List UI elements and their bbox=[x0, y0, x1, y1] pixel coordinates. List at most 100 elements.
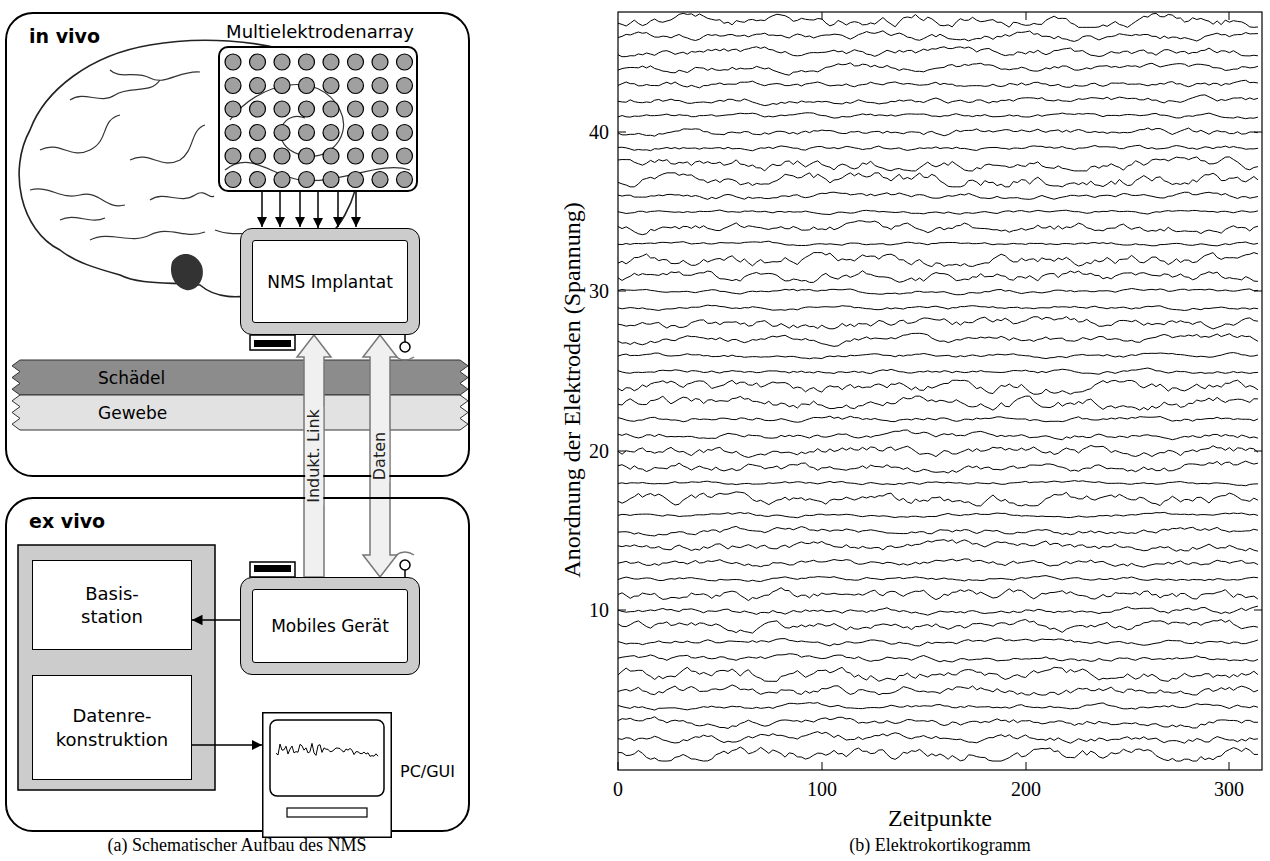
axis-title: Zeitpunkte bbox=[888, 805, 992, 831]
ecog-trace bbox=[618, 703, 1258, 710]
ecog-trace bbox=[618, 512, 1258, 517]
process-box: Basis- station bbox=[32, 560, 192, 650]
ecog-trace bbox=[618, 380, 1258, 394]
monitor-screen bbox=[270, 720, 384, 796]
electrode-dot bbox=[397, 172, 413, 188]
electrode-dot bbox=[250, 148, 266, 164]
hollow-arrow bbox=[363, 335, 397, 577]
tissue-band: Gewebe bbox=[18, 395, 465, 430]
electrode-dot bbox=[250, 78, 266, 94]
tick-label: 40 bbox=[589, 121, 609, 143]
electrode-dot bbox=[372, 54, 388, 70]
brain-gyri-under-array bbox=[225, 85, 410, 181]
electrode-dot bbox=[274, 101, 290, 117]
electrode-array: Multielektrodenarray bbox=[218, 46, 418, 192]
ecog-trace bbox=[618, 80, 1258, 88]
edge-label: Daten bbox=[371, 430, 389, 482]
ecog-trace bbox=[618, 368, 1258, 374]
ecog-trace bbox=[618, 732, 1258, 744]
electrode-dot bbox=[250, 125, 266, 141]
node-label: in vivo bbox=[29, 25, 100, 47]
ecog-trace bbox=[618, 63, 1258, 75]
electrode-dot bbox=[348, 101, 364, 117]
node-label: Mobiles Gerät bbox=[271, 616, 389, 636]
process-box: Datenre- konstruktion bbox=[32, 675, 192, 780]
electrode-dot bbox=[225, 101, 241, 117]
array-wires bbox=[262, 192, 356, 227]
ecog-trace bbox=[618, 685, 1258, 695]
electrode-dot bbox=[274, 148, 290, 164]
ecog-trace bbox=[618, 353, 1258, 359]
node-label: Gewebe bbox=[98, 403, 167, 423]
electrode-dot bbox=[372, 78, 388, 94]
in-vivo-region: in vivoMultielektrodenarrayNMS Implantat… bbox=[5, 12, 470, 477]
ecog-trace bbox=[618, 95, 1258, 106]
coil-and-antenna bbox=[250, 335, 414, 577]
electrode-dot bbox=[299, 78, 315, 94]
ecog-trace bbox=[618, 113, 1258, 119]
electrode-dot bbox=[348, 172, 364, 188]
ecog-traces bbox=[618, 13, 1258, 761]
device-screen: Mobiles Gerät bbox=[252, 589, 408, 663]
ecog-trace bbox=[618, 540, 1258, 552]
electrode-dot bbox=[274, 54, 290, 70]
tick-label: 0 bbox=[613, 778, 623, 800]
ecog-trace bbox=[618, 492, 1258, 506]
electrode-dot bbox=[397, 125, 413, 141]
skull-band: Schädel bbox=[18, 360, 465, 395]
electrode-dot bbox=[250, 54, 266, 70]
ecog-trace bbox=[618, 253, 1258, 267]
ex-vivo-region: ex vivoBasis- stationDatenre- konstrukti… bbox=[5, 497, 470, 832]
node-label: Schädel bbox=[98, 368, 165, 388]
electrode-dot bbox=[225, 54, 241, 70]
electrode-dot bbox=[323, 125, 339, 141]
electrode-dot bbox=[323, 148, 339, 164]
electrode-dot bbox=[225, 125, 241, 141]
ecog-trace bbox=[618, 619, 1258, 633]
ecog-trace bbox=[618, 416, 1258, 422]
ecog-trace bbox=[618, 128, 1258, 136]
electrode-dot bbox=[299, 172, 315, 188]
ecog-trace bbox=[618, 481, 1258, 486]
electrode-dot bbox=[372, 101, 388, 117]
ecog-trace bbox=[618, 31, 1258, 42]
processing-panel bbox=[18, 545, 215, 790]
ecog-trace bbox=[618, 210, 1258, 214]
ecog-trace bbox=[618, 445, 1258, 457]
node-label: NMS Implantat bbox=[267, 272, 393, 292]
node-label: Basis- station bbox=[74, 582, 150, 629]
electrode-dot bbox=[372, 125, 388, 141]
ecog-trace bbox=[618, 173, 1258, 187]
ecog-trace bbox=[618, 747, 1258, 761]
node-label: ex vivo bbox=[29, 510, 105, 532]
electrode-dot bbox=[299, 125, 315, 141]
ecog-trace bbox=[618, 288, 1258, 294]
subfigure-caption: (a) Schematischer Aufbau des NMS bbox=[108, 836, 367, 856]
ecog-trace bbox=[618, 13, 1258, 27]
tick-label: 200 bbox=[1011, 778, 1041, 800]
ecog-trace bbox=[618, 192, 1258, 199]
edge-label: Indukt. Link bbox=[305, 407, 323, 505]
tissue-band-shape bbox=[12, 395, 468, 430]
monitor-slot bbox=[287, 808, 367, 817]
electrode-dot bbox=[397, 148, 413, 164]
electrode-dot bbox=[372, 172, 388, 188]
brain-lobe bbox=[171, 254, 203, 290]
tick-label: 30 bbox=[589, 280, 609, 302]
arrow-connector bbox=[192, 619, 240, 621]
electrode-dot bbox=[274, 78, 290, 94]
electrode-dot bbox=[250, 101, 266, 117]
electrode-dot bbox=[323, 101, 339, 117]
mobile-device-box: Mobiles Gerät bbox=[240, 577, 420, 675]
electrode-dot bbox=[299, 101, 315, 117]
tick-label: 100 bbox=[807, 778, 837, 800]
electrode-dot bbox=[348, 54, 364, 70]
ecog-trace bbox=[618, 241, 1258, 246]
ecog-trace bbox=[618, 461, 1258, 473]
device-screen: NMS Implantat bbox=[252, 240, 408, 323]
ecog-trace bbox=[618, 271, 1258, 283]
electrode-dot bbox=[323, 78, 339, 94]
ecog-trace bbox=[618, 559, 1258, 567]
tissue-band-shape bbox=[12, 360, 468, 395]
axis-title: Anordnung der Elektroden (Spannung) bbox=[559, 202, 585, 577]
